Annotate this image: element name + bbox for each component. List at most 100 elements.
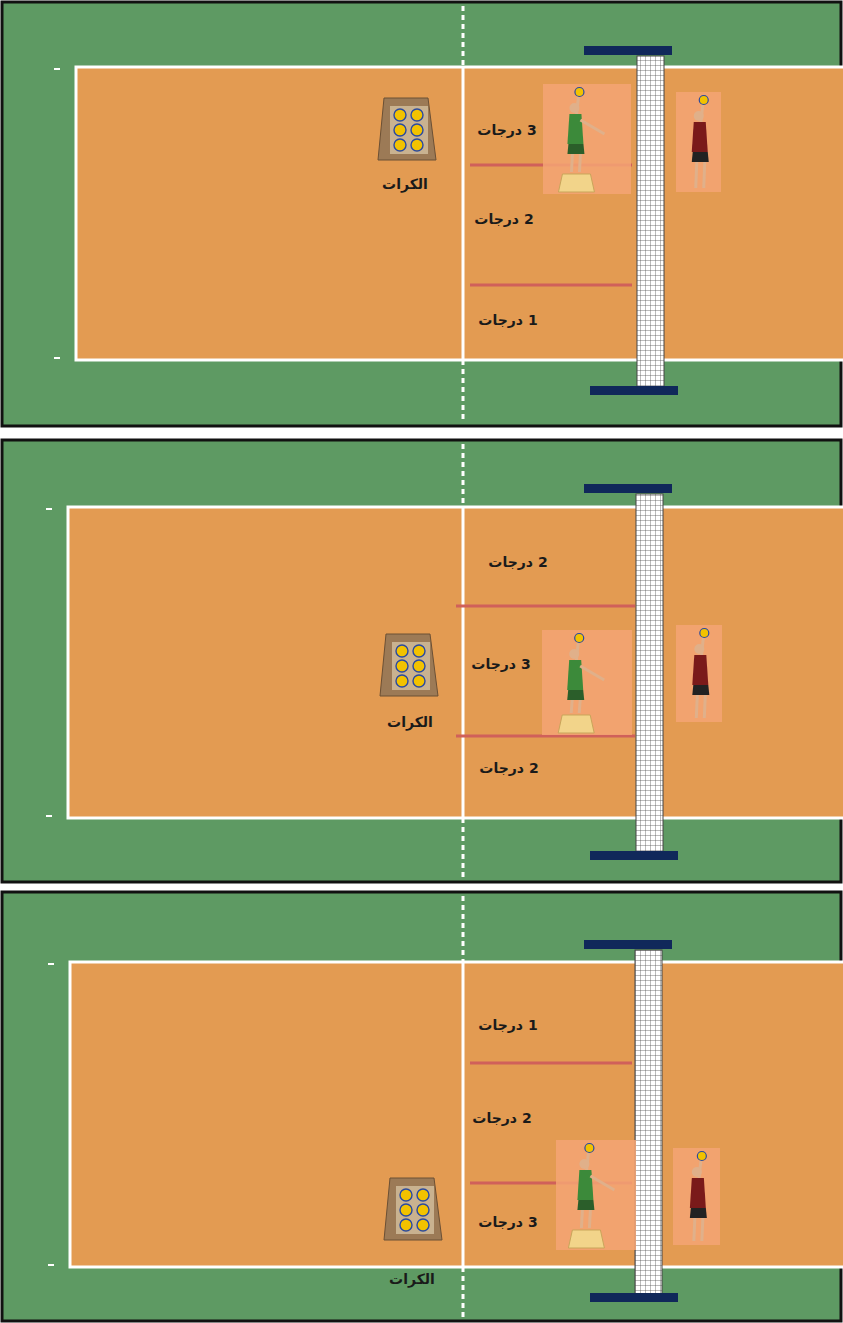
leg xyxy=(696,695,697,718)
attacking-player xyxy=(556,1140,636,1250)
net-post xyxy=(584,484,672,493)
head xyxy=(694,111,704,121)
tick xyxy=(54,357,60,359)
zone-line xyxy=(470,1062,632,1065)
head xyxy=(569,649,579,659)
score-label: 3 درجات xyxy=(477,122,536,139)
arm xyxy=(580,120,604,134)
zone-line xyxy=(456,605,635,608)
volleyball xyxy=(699,96,708,105)
net-post xyxy=(590,851,678,860)
volleyball xyxy=(417,1189,429,1201)
net-post xyxy=(584,940,672,949)
volleyball xyxy=(417,1204,429,1216)
cart-front xyxy=(392,642,430,690)
player-highlight xyxy=(556,1140,636,1250)
volleyball xyxy=(700,629,709,638)
tick xyxy=(46,508,52,510)
arm xyxy=(580,666,604,680)
shorts xyxy=(577,1200,594,1210)
leg xyxy=(579,154,580,172)
volleyball xyxy=(411,124,423,136)
tick xyxy=(48,963,54,965)
arm xyxy=(590,1176,614,1190)
net xyxy=(635,950,662,1297)
attack-line-ext xyxy=(462,444,465,507)
shorts xyxy=(690,1208,707,1218)
net xyxy=(637,56,664,390)
shorts xyxy=(692,685,709,695)
leg xyxy=(704,162,705,188)
score-label: 1 درجات xyxy=(478,312,537,329)
volleyball xyxy=(413,675,425,687)
torso xyxy=(692,122,708,152)
cart-body xyxy=(384,1178,442,1240)
torso xyxy=(692,655,708,685)
score-label: 1 درجات xyxy=(478,1017,537,1034)
player-highlight xyxy=(673,1148,720,1245)
court xyxy=(68,507,843,818)
attack-line-ext xyxy=(462,6,465,67)
cart-label: الكرات xyxy=(382,176,428,193)
score-label: 3 درجات xyxy=(471,656,530,673)
leg xyxy=(702,1218,703,1241)
volleyball xyxy=(400,1204,412,1216)
score-label: 2 درجات xyxy=(488,554,547,571)
attacking-player xyxy=(542,630,632,735)
blocking-player xyxy=(673,1148,720,1245)
attack-line-ext xyxy=(462,896,465,962)
torso xyxy=(577,1170,593,1200)
torso xyxy=(567,660,583,690)
cart-front xyxy=(396,1186,434,1234)
volleyball xyxy=(417,1219,429,1231)
leg xyxy=(704,695,705,718)
leg xyxy=(589,1210,590,1228)
cart-label: الكرات xyxy=(387,714,433,731)
shorts xyxy=(692,152,709,162)
cart-body xyxy=(378,98,436,160)
leg xyxy=(581,1210,582,1228)
court xyxy=(70,962,843,1267)
volleyball xyxy=(394,109,406,121)
volleyball xyxy=(396,660,408,672)
volleyball xyxy=(400,1189,412,1201)
leg xyxy=(579,700,580,713)
player-highlight xyxy=(676,625,722,722)
shorts xyxy=(567,144,584,154)
leg xyxy=(694,1218,695,1241)
volleyball xyxy=(400,1219,412,1231)
player-highlight xyxy=(676,92,721,192)
volleyball xyxy=(394,124,406,136)
volleyball xyxy=(394,139,406,151)
volleyball xyxy=(575,634,584,643)
court xyxy=(76,67,843,360)
score-label: 2 درجات xyxy=(472,1110,531,1127)
player-highlight xyxy=(543,84,631,194)
cart-label: الكرات xyxy=(389,1271,435,1288)
shorts xyxy=(567,690,584,700)
head xyxy=(694,644,704,654)
volleyball xyxy=(396,675,408,687)
head xyxy=(579,1159,589,1169)
jump-box xyxy=(558,174,594,192)
volleyball xyxy=(396,645,408,657)
score-label: 3 درجات xyxy=(478,1214,537,1231)
tick xyxy=(54,68,60,70)
net xyxy=(636,494,663,855)
score-label: 2 درجات xyxy=(474,211,533,228)
head xyxy=(569,103,579,113)
head xyxy=(692,1167,702,1177)
attack-line-ext xyxy=(462,818,465,879)
net-post xyxy=(584,46,672,55)
tick xyxy=(46,815,52,817)
leg xyxy=(571,154,572,172)
ball-cart xyxy=(384,1178,442,1240)
net-post xyxy=(590,1293,678,1302)
cart-body xyxy=(380,634,438,696)
attacking-player xyxy=(543,84,631,194)
net-post xyxy=(590,386,678,395)
ball-cart xyxy=(380,634,438,696)
volleyball xyxy=(697,1152,706,1161)
score-label: 2 درجات xyxy=(479,760,538,777)
